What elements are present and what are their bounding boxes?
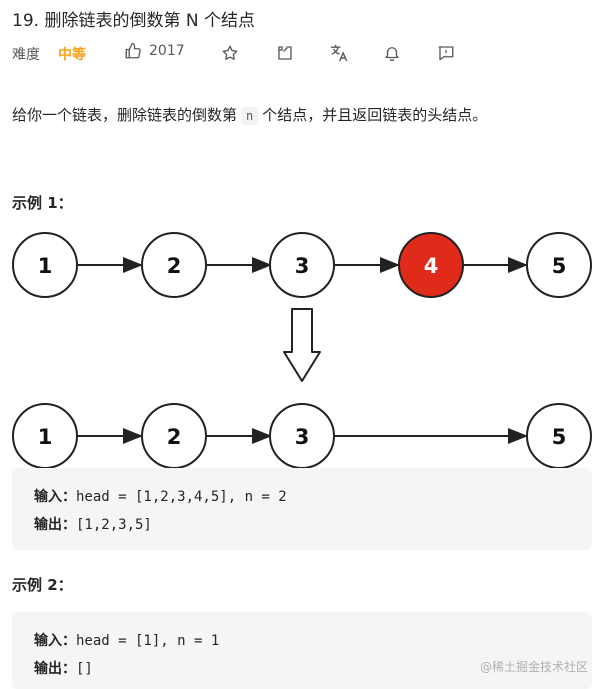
inline-code-n: n [241, 107, 259, 125]
feedback-icon [438, 46, 454, 61]
svg-text:3: 3 [295, 425, 310, 449]
input-value: head = [1], n = 1 [76, 633, 220, 649]
input-value: head = [1,2,3,4,5], n = 2 [76, 489, 287, 505]
output-label: 输出： [34, 661, 76, 677]
bell-icon [385, 47, 399, 62]
linked-list-diagram: 1 2 3 4 5 1 2 3 5 [12, 232, 592, 469]
svg-text:3: 3 [295, 254, 310, 278]
watermark: @稀土掘金技术社区 [479, 660, 588, 674]
example-2-code-block: 输入：head = [1], n = 1 输出：[] [12, 612, 592, 689]
translate-button[interactable] [328, 42, 350, 64]
output-label: 输出： [34, 517, 76, 533]
svg-text:1: 1 [38, 425, 53, 449]
example-2-input-line: 输入：head = [1], n = 1 [34, 630, 219, 650]
description-text-after: 个结点，并且返回链表的头结点。 [262, 106, 488, 124]
favorite-button[interactable] [219, 42, 241, 64]
input-label: 输入： [34, 489, 76, 505]
example-1-input-line: 输入：head = [1,2,3,4,5], n = 2 [34, 486, 287, 506]
svg-text:5: 5 [552, 254, 567, 278]
list-node: 2 [141, 403, 207, 469]
share-icon [278, 46, 292, 60]
input-label: 输入： [34, 633, 76, 649]
example-1-code-block: 输入：head = [1,2,3,4,5], n = 2 输出：[1,2,3,5… [12, 468, 592, 550]
list-node: 1 [12, 232, 78, 298]
list-node: 5 [526, 403, 592, 469]
list-node: 2 [141, 232, 207, 298]
list-node: 5 [526, 232, 592, 298]
list-node: 3 [269, 232, 335, 298]
notification-button[interactable] [381, 42, 403, 64]
svg-text:5: 5 [552, 425, 567, 449]
list-node: 3 [269, 403, 335, 469]
share-button[interactable] [274, 42, 296, 64]
list-node: 1 [12, 403, 78, 469]
difficulty-badge: 中等 [58, 47, 86, 63]
problem-meta-bar: 难度 中等 2017 [12, 40, 592, 66]
like-count: 2017 [149, 43, 185, 59]
like-button[interactable]: 2017 [124, 42, 185, 60]
thumbs-up-icon [125, 42, 141, 59]
feedback-button[interactable] [435, 42, 457, 64]
output-value: [] [76, 661, 93, 677]
example-2-title: 示例 2： [12, 576, 73, 594]
description-text-before: 给你一个链表，删除链表的倒数第 [12, 106, 238, 124]
example-2-output-line: 输出：[] [34, 658, 93, 678]
svg-text:1: 1 [38, 254, 53, 278]
list-node-removed: 4 [398, 232, 464, 298]
example-1-title: 示例 1： [12, 194, 73, 212]
svg-text:4: 4 [424, 254, 439, 278]
example-1-output-line: 输出：[1,2,3,5] [34, 514, 152, 534]
svg-text:2: 2 [167, 254, 182, 278]
svg-text:2: 2 [167, 425, 182, 449]
translate-icon [330, 44, 348, 62]
problem-title: 19. 删除链表的倒数第 N 个结点 [12, 11, 255, 31]
difficulty-label: 难度 [12, 47, 40, 63]
output-value: [1,2,3,5] [76, 517, 152, 533]
down-arrow-icon [283, 308, 321, 382]
star-icon [222, 45, 238, 60]
